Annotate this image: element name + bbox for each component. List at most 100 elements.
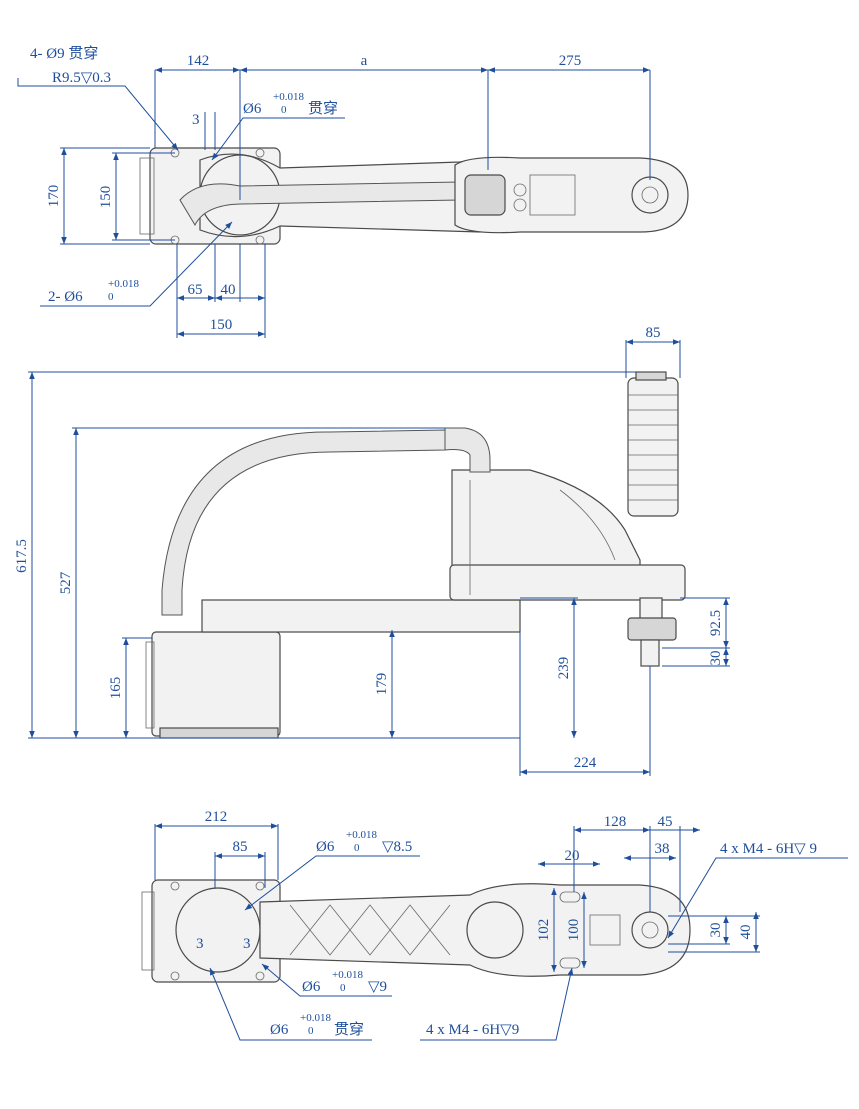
dim-label-3-left: 3: [196, 936, 204, 952]
dim-label-150-vertical: 150: [98, 186, 114, 209]
hole-note-2: R9.5▽0.3: [52, 70, 111, 86]
pin-top-leader: [244, 855, 420, 911]
pin-top-tol-upper: +0.018: [346, 829, 377, 841]
dim-label-128: 128: [604, 814, 627, 830]
hole-note-1: 4- Ø9 贯穿: [30, 45, 98, 62]
side-view: 85 617.5 527 165 179 239 92.5 30 224: [14, 325, 730, 776]
pin-tol-upper: +0.018: [273, 91, 304, 103]
pin-note: Ø6: [243, 101, 262, 117]
pin-suffix: 贯穿: [308, 100, 338, 117]
corner-hole: [170, 971, 180, 981]
pin-top-suffix: ▽8.5: [382, 839, 412, 855]
pin-bot-suffix: 贯穿: [334, 1021, 364, 1038]
dim-label-239: 239: [556, 657, 572, 680]
dim-label-a: a: [361, 53, 368, 69]
dim-label-142: 142: [187, 53, 210, 69]
cable-hose-side: [161, 429, 446, 616]
spline-shaft-top: [631, 176, 669, 214]
arm-2-port: [513, 183, 527, 197]
pin-note-leader: [211, 117, 345, 161]
top-view: 142 a 275 4- Ø9 贯穿 R9.5▽0.3 3 Ø6 +0.018 …: [17, 45, 689, 338]
pin-mid-prefix: Ø6: [302, 979, 321, 995]
pin2-prefix: 2- Ø6: [48, 289, 83, 305]
spline-shaft-center: [641, 186, 659, 204]
pin-tol-lower: 0: [281, 104, 287, 116]
arm-2-connector: [464, 174, 506, 216]
dim-label-275: 275: [559, 53, 582, 69]
hose-elbow: [444, 427, 491, 473]
pin-top-prefix: Ø6: [316, 839, 335, 855]
thread-right-leader: [667, 857, 848, 939]
dim-label-30-bottom: 30: [708, 923, 724, 938]
pin-bot-tol-lower: 0: [308, 1025, 314, 1037]
dim-label-527: 527: [58, 571, 74, 594]
dim-label-92-5: 92.5: [708, 610, 724, 636]
dim-label-150-horizontal: 150: [210, 317, 233, 333]
dim-label-179: 179: [374, 673, 390, 696]
dim-label-65: 65: [188, 282, 203, 298]
shaft-upper-side: [639, 597, 663, 621]
pin-top-tol-lower: 0: [354, 842, 360, 854]
dim-label-38: 38: [655, 841, 670, 857]
dim-label-85-side: 85: [646, 325, 661, 341]
base-connector-bottom: [141, 891, 155, 971]
pin-bot-prefix: Ø6: [270, 1022, 289, 1038]
corner-hole: [255, 148, 265, 158]
dim-label-3-right: 3: [243, 936, 251, 952]
corner-hole: [255, 971, 265, 981]
shaft-tip-side: [640, 639, 660, 667]
arm-1-side: [201, 599, 521, 633]
dim-label-30-side: 30: [708, 651, 724, 666]
pin-bot-tol-upper: +0.018: [300, 1012, 331, 1024]
dim-label-85-bottom: 85: [233, 839, 248, 855]
pin-mid-leader: [261, 963, 392, 997]
bellows-rings: [628, 394, 678, 501]
thread-bottom-leader: [420, 967, 574, 1041]
corner-hole: [255, 881, 265, 891]
pin-mid-tol-upper: +0.018: [332, 969, 363, 981]
shaft-flange-side: [627, 617, 677, 641]
pin-mid-tol-lower: 0: [340, 982, 346, 994]
base-foot-side: [159, 727, 279, 739]
dim-label-170: 170: [46, 185, 62, 208]
arm-2-top: [454, 156, 689, 234]
arm-ribs-bottom: [289, 904, 451, 956]
base-connector-side: [145, 641, 155, 729]
joint-1-bottom: [175, 887, 261, 973]
thread-bottom-note: 4 x M4 - 6H▽9: [426, 1022, 519, 1038]
base-connectors: [139, 157, 155, 235]
slot-top: [559, 891, 581, 903]
dim-label-224: 224: [574, 755, 597, 771]
corner-hole: [255, 235, 265, 245]
pin-mid-suffix: ▽9: [368, 979, 387, 995]
spline-shaft-bottom: [631, 911, 669, 949]
corner-hole: [170, 881, 180, 891]
pin2-leader: [40, 221, 233, 307]
pin-bot-leader: [209, 967, 372, 1041]
pin2-tol-upper: +0.018: [108, 278, 139, 290]
plate-bottom: [589, 914, 621, 946]
arm-2-lower-side: [449, 564, 686, 601]
arm-2-detail-lines: [469, 480, 616, 595]
dim-label-212: 212: [205, 809, 228, 825]
arm-2-panel: [529, 174, 576, 216]
joint-2-bottom: [466, 901, 524, 959]
dim-label-20: 20: [565, 848, 580, 864]
dim-label-617-5: 617.5: [14, 539, 30, 573]
dim-label-3-top: 3: [192, 112, 200, 128]
pin2-tol-lower: 0: [108, 291, 114, 303]
spline-shaft-bottom-center: [641, 921, 659, 939]
dim-label-40-bottom: 40: [738, 925, 754, 940]
hole-note-leader: [17, 78, 179, 151]
arm-2-port: [513, 198, 527, 212]
dim-label-40: 40: [221, 282, 236, 298]
dim-label-165: 165: [108, 677, 124, 700]
dim-label-102: 102: [536, 919, 552, 942]
dim-label-45: 45: [658, 814, 673, 830]
bottom-view: 212 85 Ø6 +0.018 0 ▽8.5 3 3 Ø6 +0.018 0 …: [141, 809, 848, 1041]
bellows-cover: [627, 377, 679, 517]
thread-right-note: 4 x M4 - 6H▽ 9: [720, 841, 817, 857]
base-side: [151, 631, 281, 737]
dim-label-100: 100: [566, 919, 582, 942]
